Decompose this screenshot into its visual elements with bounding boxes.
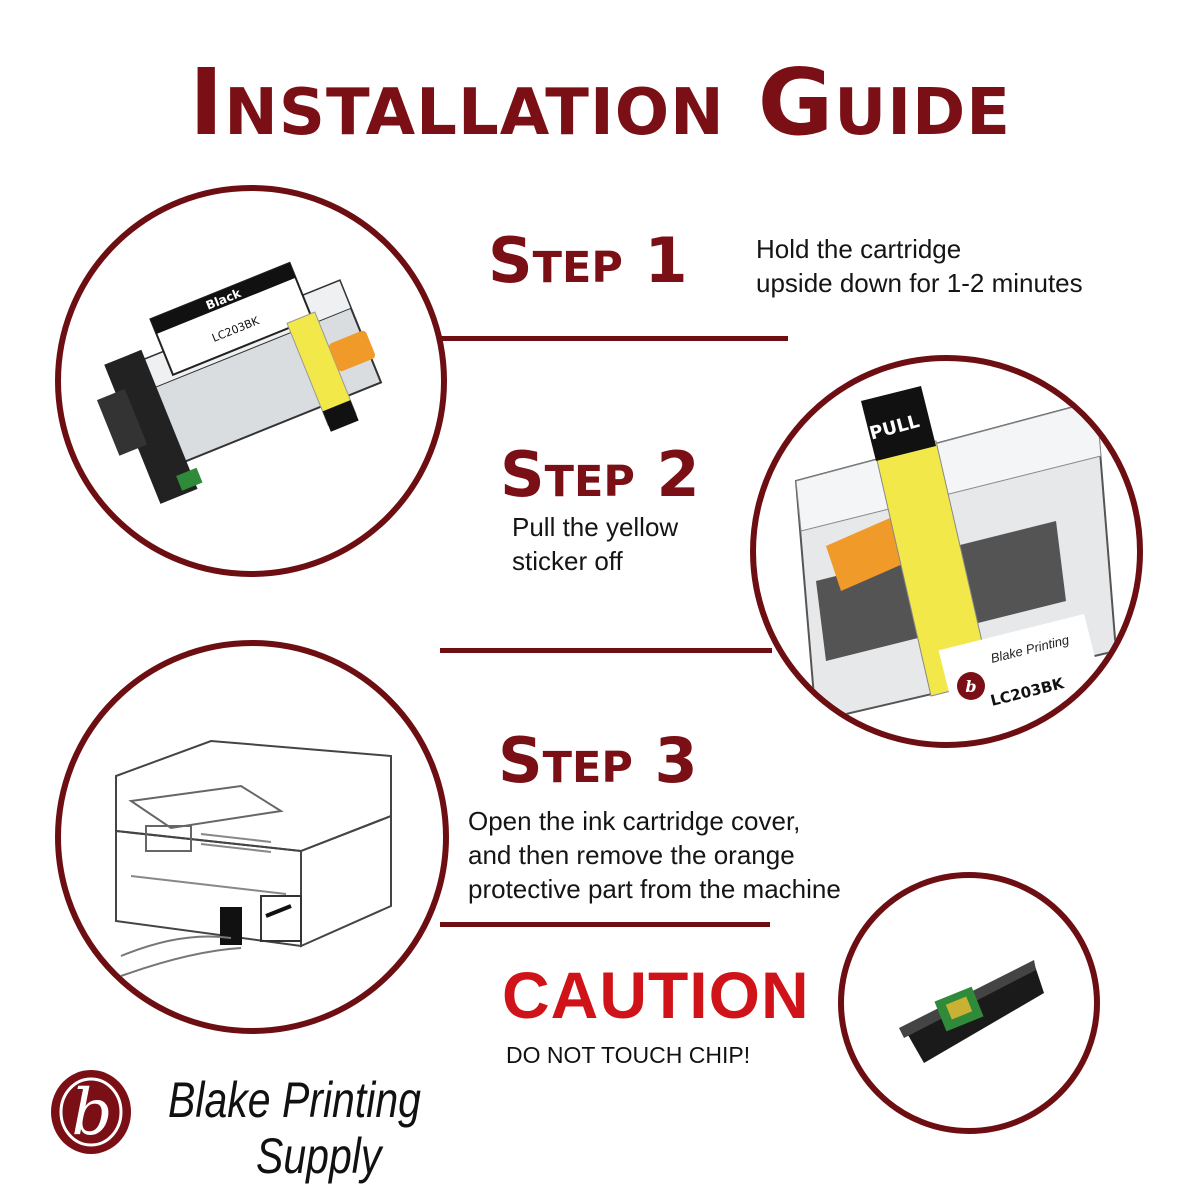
step1-heading: Step 1 — [488, 224, 688, 297]
page-title: Installation Guide — [189, 49, 1011, 156]
caution-chip-illustration — [838, 872, 1100, 1134]
divider-1 — [440, 336, 788, 341]
step3-text-line1: Open the ink cartridge cover, — [468, 806, 801, 836]
step2-heading: Step 2 — [500, 438, 700, 511]
step2-text-line2: sticker off — [512, 546, 623, 576]
step2-text: Pull the yellow sticker off — [512, 510, 678, 578]
step1-text-line2: upside down for 1-2 minutes — [756, 268, 1083, 298]
caution-heading: CAUTION — [502, 958, 810, 1032]
brand-logo-letter: b — [72, 1076, 113, 1150]
divider-2 — [440, 648, 772, 653]
step3-text: Open the ink cartridge cover, and then r… — [468, 804, 841, 906]
step1-illustration: Black LC203BK — [55, 185, 447, 577]
step3-heading: Step 3 — [498, 724, 698, 797]
svg-text:b: b — [965, 677, 976, 696]
brand-logo: b — [48, 1068, 134, 1156]
step1-text: Hold the cartridge upside down for 1-2 m… — [756, 232, 1083, 300]
brand-name-line2: Supply — [256, 1128, 382, 1184]
brand-name-line1: Blake Printing — [168, 1072, 421, 1128]
step2-illustration: PULL b Blake Printing LC203BK — [750, 355, 1143, 748]
step3-illustration — [55, 640, 449, 1034]
step2-text-line1: Pull the yellow — [512, 512, 679, 542]
step1-text-line1: Hold the cartridge — [756, 234, 962, 264]
caution-text: DO NOT TOUCH CHIP! — [506, 1042, 751, 1068]
step3-text-line2: and then remove the orange — [468, 840, 795, 870]
step3-text-line3: protective part from the machine — [468, 874, 841, 904]
divider-3 — [440, 922, 770, 927]
